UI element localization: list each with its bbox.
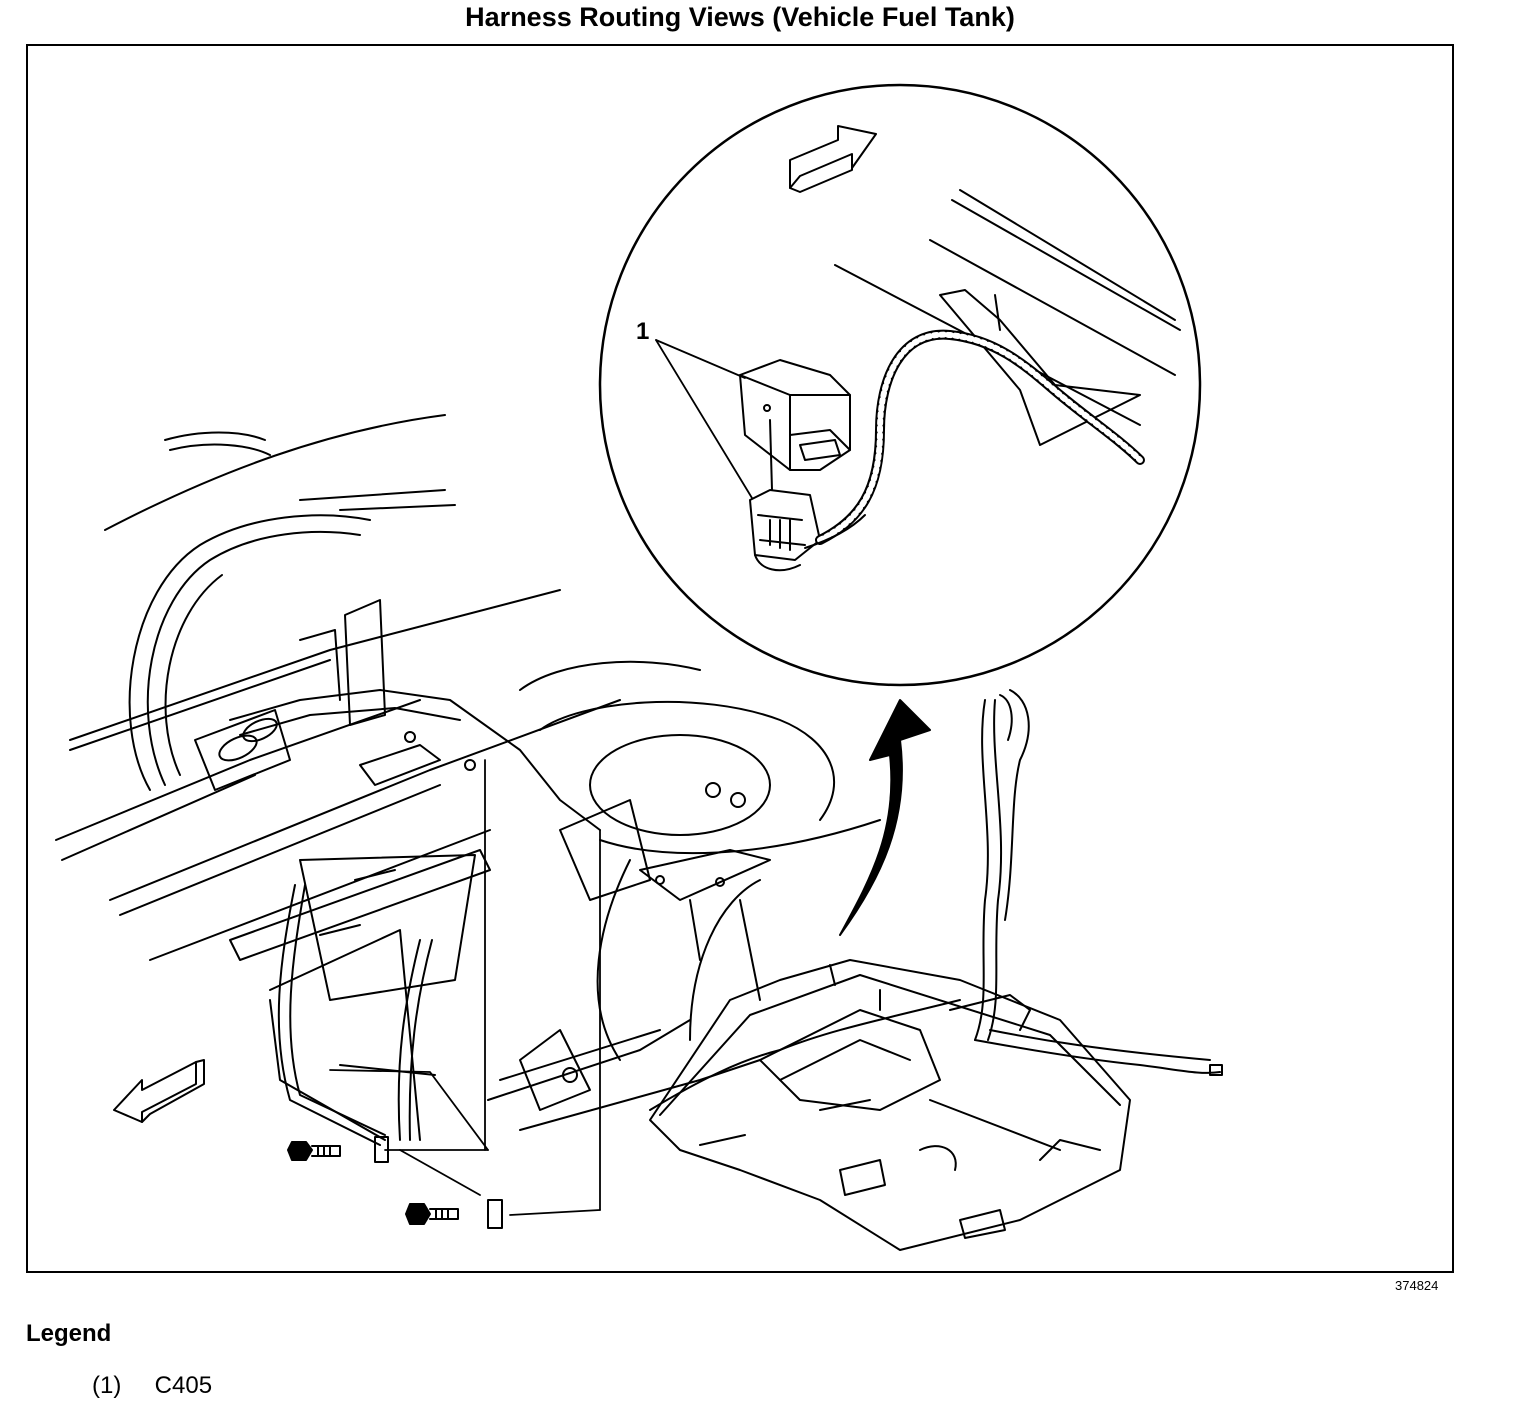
- leader-lines: [329, 759, 601, 1216]
- legend-heading: Legend: [26, 1320, 112, 1347]
- fuel-tank-harness: [649, 689, 1223, 1111]
- page-title: Harness Routing Views (Vehicle Fuel Tank…: [465, 2, 1015, 32]
- fuel-tank: [649, 959, 1131, 1251]
- vehicle-body-outline: [55, 414, 881, 1141]
- figure-frame: [26, 44, 1454, 1273]
- bolt-icon: [287, 1136, 389, 1163]
- callout-leader-1: [655, 339, 753, 499]
- wiring-harness-main-view: [277, 859, 631, 1146]
- figure-id: 374824: [1395, 1278, 1439, 1293]
- legend-item-number: (1): [92, 1372, 122, 1399]
- detail-inset-view: [598, 83, 1202, 687]
- forward-direction-arrow-icon: [113, 1059, 205, 1123]
- legend-item: (1) C405: [92, 1372, 212, 1400]
- forward-direction-arrow-icon: [789, 125, 877, 193]
- curved-view-arrow-icon: [839, 699, 931, 936]
- callout-label-1: 1: [636, 318, 650, 345]
- legend-item-text: C405: [154, 1372, 213, 1399]
- bolt-icon: [405, 1199, 503, 1229]
